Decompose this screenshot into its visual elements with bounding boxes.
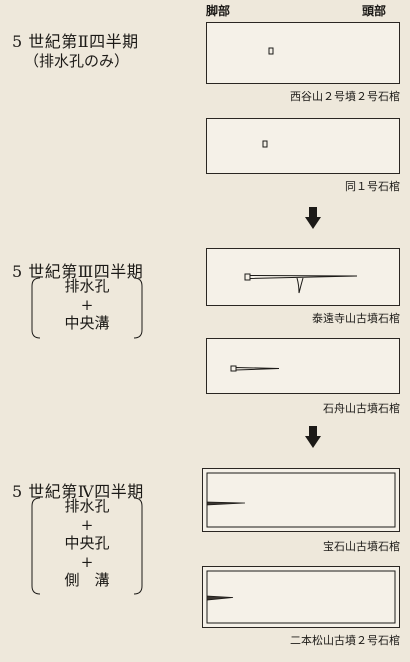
coffin-plan [206,248,400,306]
period-label-3rd-quarter: 5 世紀第Ⅲ四半期 [12,262,144,281]
coffin-caption: 西谷山２号墳２号石棺 [290,90,400,103]
coffin-drawing [206,570,396,624]
coffin-plan [202,468,400,532]
coffin-plan [206,22,400,84]
coffin-drawing [230,365,280,372]
coffin-caption: 石舟山古墳石棺 [323,402,400,415]
feature-plus: + [80,553,94,571]
coffin-plan [202,566,400,628]
feature-item: 排水孔 [64,497,110,515]
coffin-drawing [268,47,274,55]
down-arrow-icon [305,426,321,448]
coffin-plan [206,338,400,394]
period-label-2nd-quarter: 5 世紀第Ⅱ四半期 [12,32,139,51]
bracket-shape [31,277,143,339]
period-label-4th-quarter: 5 世紀第Ⅳ四半期 [12,482,144,501]
coffin-drawing [262,140,268,148]
down-arrow-icon [305,207,321,229]
coffin-caption: 泰遠寺山古墳石棺 [312,312,400,325]
period-feature-list: 排水孔 + 中央孔 + 側 溝 [28,496,146,595]
period-feature-list: 排水孔 + 中央溝 [28,276,146,339]
feature-plus: + [80,296,94,314]
coffin-drawing [206,472,396,528]
feature-plus: + [80,516,94,534]
coffin-drawing [244,273,358,294]
coffin-plan [206,118,400,174]
feature-item: 排水孔 [64,277,110,295]
coffin-caption: 二本松山古墳２号石棺 [290,634,400,647]
bracket-shape [31,497,143,595]
feature-item: 中央溝 [64,314,110,332]
feature-item: 中央孔 [64,534,110,552]
feature-item: 側 溝 [64,571,110,589]
coffin-caption: 同１号石棺 [345,180,400,193]
head-end-label: 頭部 [362,4,387,18]
period-feature-note: （排水孔のみ） [24,52,130,70]
coffin-caption: 宝石山古墳石棺 [323,540,400,553]
foot-end-label: 脚部 [206,4,231,18]
